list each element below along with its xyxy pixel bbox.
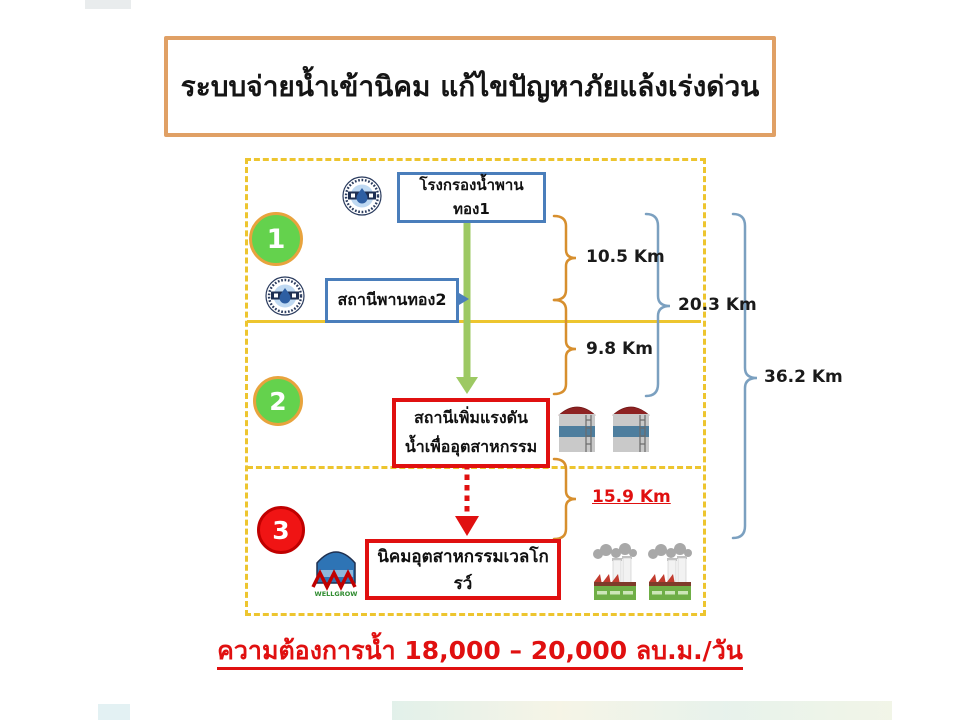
- distance-seg2: 9.8 Km: [586, 339, 653, 359]
- node-booster-pump-station: สถานีเพิ่มแรงดัน น้ำเพื่ออุตสาหกรรม: [392, 398, 550, 468]
- step-number-3: 3: [272, 515, 290, 545]
- zone-divider-1: [247, 320, 701, 323]
- bottom-edge-artifact: [392, 701, 892, 720]
- top-edge-artifact: [85, 0, 131, 9]
- step-number-1: 1: [266, 223, 286, 255]
- node-water-treatment-plant: โรงกรองน้ำพาน ทอง1: [397, 172, 546, 223]
- node-wellgrow-industrial-estate: นิคมอุตสาหกรรมเวลโกรว์: [365, 539, 561, 600]
- pump-label-line1: สถานีเพิ่มแรงดัน: [414, 408, 528, 428]
- brace-total: [731, 212, 758, 540]
- estate-label: นิคมอุตสาหกรรมเวลโกรว์: [377, 546, 549, 594]
- node-panthong2-station: สถานีพานทอง2: [325, 278, 459, 323]
- distance-sum12: 20.3 Km: [678, 295, 757, 315]
- station-label: สถานีพานทอง2: [337, 290, 447, 309]
- distance-seg1: 10.5 Km: [586, 247, 665, 267]
- distance-seg3: 15.9 Km: [592, 487, 671, 507]
- pump-label-line2: น้ำเพื่ออุตสาหกรรม: [404, 437, 538, 456]
- slide-title: ระบบจ่ายน้ำเข้านิคม แก้ไขปัญหาภัยแล้งเร่…: [180, 69, 760, 103]
- title-box: ระบบจ่ายน้ำเข้านิคม แก้ไขปัญหาภัยแล้งเร่…: [164, 36, 776, 137]
- water-demand-text: ความต้องการน้ำ 18,000 – 20,000 ลบ.ม./วัน: [217, 636, 743, 670]
- diagram-boundary: [245, 158, 706, 616]
- water-demand-footer: ความต้องการน้ำ 18,000 – 20,000 ลบ.ม./วัน: [0, 631, 960, 671]
- step-circle-3: 3: [257, 506, 305, 554]
- plant-label-line1: โรงกรองน้ำพาน: [419, 176, 524, 195]
- step-circle-1: 1: [249, 212, 303, 266]
- bottom-edge-artifact-small: [98, 704, 130, 720]
- step-circle-2: 2: [253, 376, 303, 426]
- plant-label-line2: ทอง1: [453, 199, 490, 218]
- step-number-2: 2: [269, 386, 287, 416]
- distance-total: 36.2 Km: [764, 367, 843, 387]
